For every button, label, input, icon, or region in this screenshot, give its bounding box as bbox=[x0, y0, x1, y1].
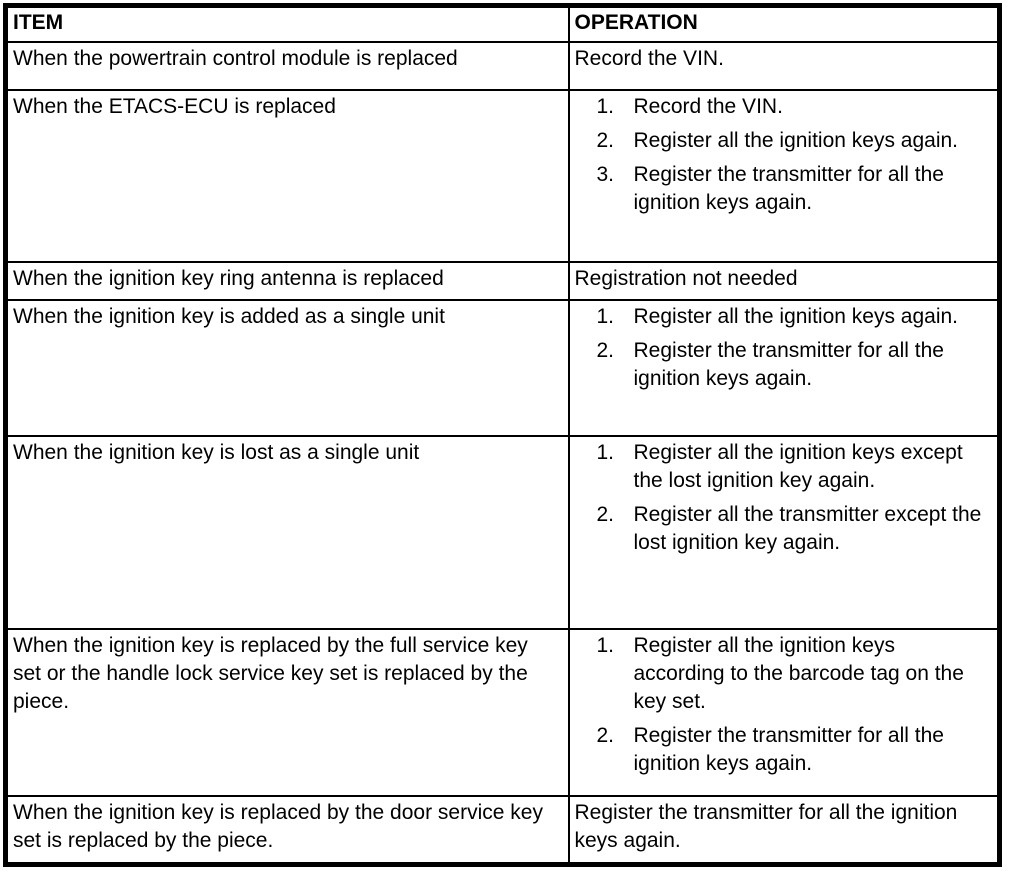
table-row: When the ignition key is added as a sing… bbox=[4, 299, 1001, 437]
operation-cell: 1. Record the VIN. 2. Register all the igni… bbox=[567, 89, 1001, 263]
col-header-operation: OPERATION bbox=[567, 4, 1001, 43]
list-item-number: 2. bbox=[596, 503, 615, 526]
operation-list: 1. Register all the ignition keys accordi… bbox=[575, 632, 990, 778]
operation-list-item: 1. Register all the ignition keys except … bbox=[597, 439, 990, 495]
list-item-text: Register all the transmitter except the … bbox=[633, 503, 982, 554]
key-registration-table: ITEM OPERATION When the powertrain contr… bbox=[3, 3, 1002, 867]
list-item-text: Register all the ignition keys again. bbox=[633, 305, 959, 328]
table-row: When the ignition key is replaced by the… bbox=[4, 628, 1001, 797]
item-cell: When the ignition key ring antenna is re… bbox=[4, 261, 570, 301]
operation-cell: 1. Register all the ignition keys except … bbox=[567, 435, 1001, 630]
operation-text: Record the VIN. bbox=[574, 47, 724, 70]
list-item-text: Record the VIN. bbox=[633, 95, 783, 118]
item-cell: When the powertrain control module is re… bbox=[4, 41, 570, 91]
list-item-number: 1. bbox=[596, 95, 615, 118]
operation-list-item: 2. Register all the transmitter except th… bbox=[597, 501, 990, 557]
list-item-number: 3. bbox=[596, 163, 615, 186]
list-item-text: Register all the ignition keys according… bbox=[633, 634, 964, 713]
list-item-number: 2. bbox=[596, 724, 615, 747]
operation-cell: 1. Register all the ignition keys again. 2… bbox=[567, 299, 1001, 437]
list-item-number: 2. bbox=[596, 129, 615, 152]
operation-list: 1. Register all the ignition keys again. 2… bbox=[575, 303, 990, 393]
list-item-text: Register the transmitter for all the ign… bbox=[633, 339, 944, 390]
item-cell: When the ignition key is added as a sing… bbox=[4, 299, 570, 437]
table-row: When the ETACS-ECU is replaced 1. Record t… bbox=[4, 89, 1001, 263]
item-cell: When the ignition key is replaced by the… bbox=[4, 795, 570, 865]
table-row: When the ignition key ring antenna is re… bbox=[4, 261, 1001, 301]
operation-cell: 1. Register all the ignition keys accordi… bbox=[567, 628, 1001, 797]
table-row: When the ignition key is lost as a singl… bbox=[4, 435, 1001, 630]
table-row: When the ignition key is replaced by the… bbox=[4, 795, 1001, 865]
operation-text: Registration not needed bbox=[574, 267, 798, 290]
list-item-number: 2. bbox=[596, 339, 615, 362]
operation-list-item: 2. Register all the ignition keys again. bbox=[597, 127, 990, 155]
operation-list: 1. Register all the ignition keys except … bbox=[575, 439, 990, 557]
list-item-number: 1. bbox=[596, 634, 615, 657]
item-cell: When the ETACS-ECU is replaced bbox=[4, 89, 570, 263]
operation-list-item: 1. Register all the ignition keys again. bbox=[597, 303, 990, 331]
list-item-text: Register the transmitter for all the ign… bbox=[633, 724, 944, 775]
list-item-number: 1. bbox=[596, 441, 615, 464]
operation-cell: Record the VIN. bbox=[567, 41, 1001, 91]
list-item-text: Register all the ignition keys except th… bbox=[633, 441, 963, 492]
operation-cell: Register the transmitter for all the ign… bbox=[567, 795, 1001, 865]
table-body: When the powertrain control module is re… bbox=[4, 41, 1001, 865]
operation-list-item: 1. Record the VIN. bbox=[597, 93, 990, 121]
operation-list-item: 1. Register all the ignition keys accordi… bbox=[597, 632, 990, 716]
item-cell: When the ignition key is replaced by the… bbox=[4, 628, 570, 797]
operation-list-item: 3. Register the transmitter for all the i… bbox=[597, 161, 990, 217]
table-row: When the powertrain control module is re… bbox=[4, 41, 1001, 91]
item-cell: When the ignition key is lost as a singl… bbox=[4, 435, 570, 630]
operation-cell: Registration not needed bbox=[567, 261, 1001, 301]
list-item-text: Register the transmitter for all the ign… bbox=[633, 163, 944, 214]
col-header-item: ITEM bbox=[4, 4, 570, 43]
list-item-text: Register all the ignition keys again. bbox=[633, 129, 959, 152]
operation-list-item: 2. Register the transmitter for all the i… bbox=[597, 337, 990, 393]
header-row: ITEM OPERATION bbox=[4, 4, 1001, 43]
operation-list: 1. Record the VIN. 2. Register all the igni… bbox=[575, 93, 990, 217]
list-item-number: 1. bbox=[596, 305, 615, 328]
operation-text: Register the transmitter for all the ign… bbox=[574, 801, 958, 852]
operation-list-item: 2. Register the transmitter for all the i… bbox=[597, 722, 990, 778]
